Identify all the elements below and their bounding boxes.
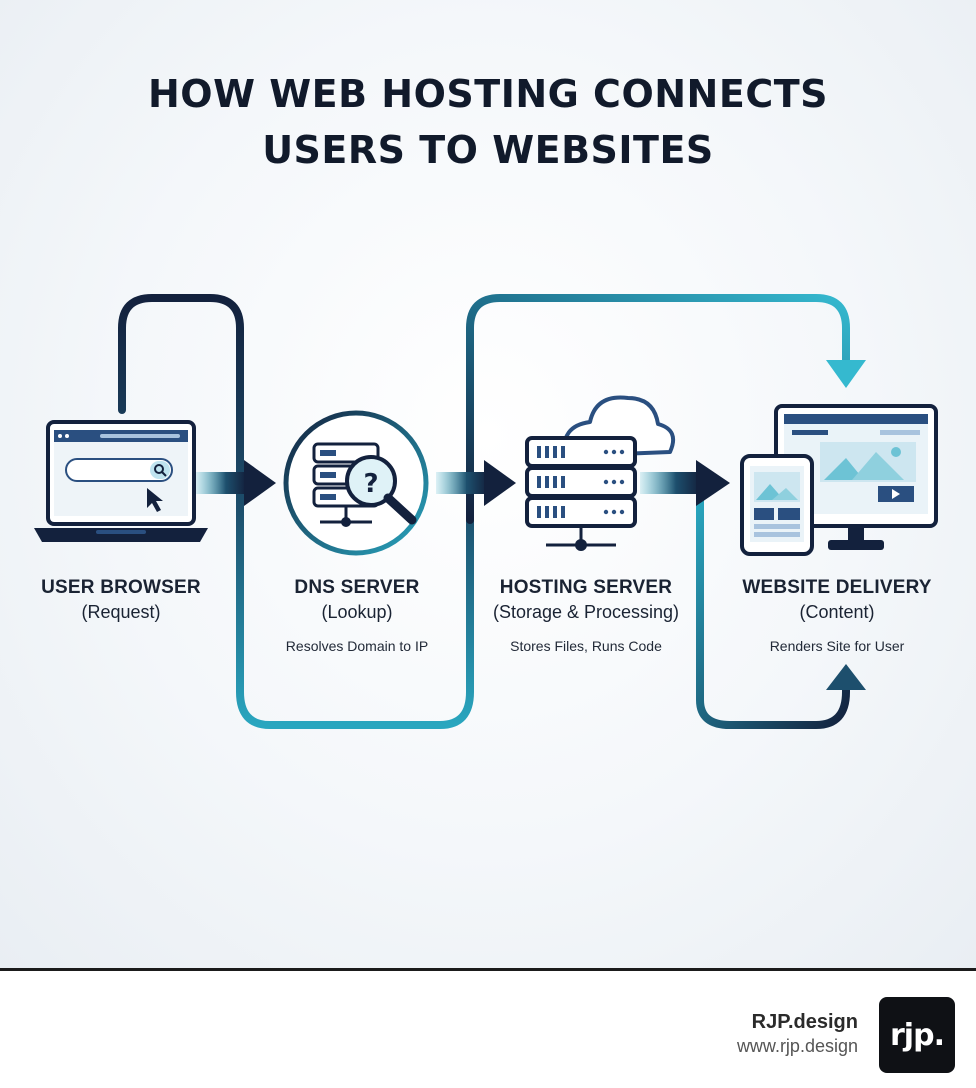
footer-divider bbox=[0, 968, 976, 971]
stage-user-browser: USER BROWSER (Request) bbox=[1, 576, 241, 624]
laptop-browser-icon bbox=[34, 420, 208, 542]
flow-diagram: ? bbox=[34, 294, 938, 729]
stage-dns-server: DNS SERVER (Lookup) Resolves Domain to I… bbox=[237, 576, 477, 656]
arrow-hosting-to-delivery bbox=[640, 460, 730, 506]
svg-text:?: ? bbox=[363, 469, 378, 499]
stage-name: USER BROWSER bbox=[41, 577, 201, 598]
stage-subtitle: (Lookup) bbox=[321, 602, 393, 622]
title-line-1: HOW WEB HOSTING CONNECTS bbox=[147, 72, 828, 116]
stage-name: HOSTING SERVER bbox=[499, 577, 673, 598]
stage-website-delivery: WEBSITE DELIVERY (Content) Renders Site … bbox=[717, 576, 957, 656]
stage-name: DNS SERVER bbox=[294, 577, 420, 598]
stage-name: WEBSITE DELIVERY bbox=[742, 577, 932, 598]
devices-icon bbox=[740, 404, 938, 556]
arrow-browser-to-dns bbox=[196, 460, 276, 506]
page-title: HOW WEB HOSTING CONNECTS USERS TO WEBSIT… bbox=[0, 66, 976, 178]
loop-connector-dns-delivery bbox=[466, 294, 866, 524]
dns-lookup-icon: ? bbox=[283, 410, 429, 556]
loop-connector-browser-dns bbox=[118, 294, 474, 729]
stage-description: Renders Site for User bbox=[769, 638, 905, 654]
brand-url[interactable]: www.rjp.design bbox=[736, 1036, 858, 1056]
logo-text: rjp. bbox=[890, 1017, 945, 1053]
stage-description: Stores Files, Runs Code bbox=[510, 638, 662, 654]
title-line-2: USERS TO WEBSITES bbox=[262, 128, 714, 172]
stage-hosting-server: HOSTING SERVER (Storage & Processing) St… bbox=[466, 576, 706, 656]
brand-block: RJP.design www.rjp.design bbox=[737, 1010, 858, 1058]
cloud-server-icon bbox=[525, 395, 675, 551]
arrow-dns-to-hosting bbox=[436, 460, 516, 506]
stage-subtitle: (Storage & Processing) bbox=[492, 602, 680, 622]
stage-subtitle: (Request) bbox=[81, 602, 161, 622]
loop-connector-hosting-delivery bbox=[696, 491, 866, 729]
brand-name: RJP.design bbox=[751, 1011, 858, 1033]
stage-description: Resolves Domain to IP bbox=[285, 638, 429, 654]
stage-subtitle: (Content) bbox=[799, 602, 875, 622]
rjp-logo: rjp. bbox=[879, 997, 955, 1073]
